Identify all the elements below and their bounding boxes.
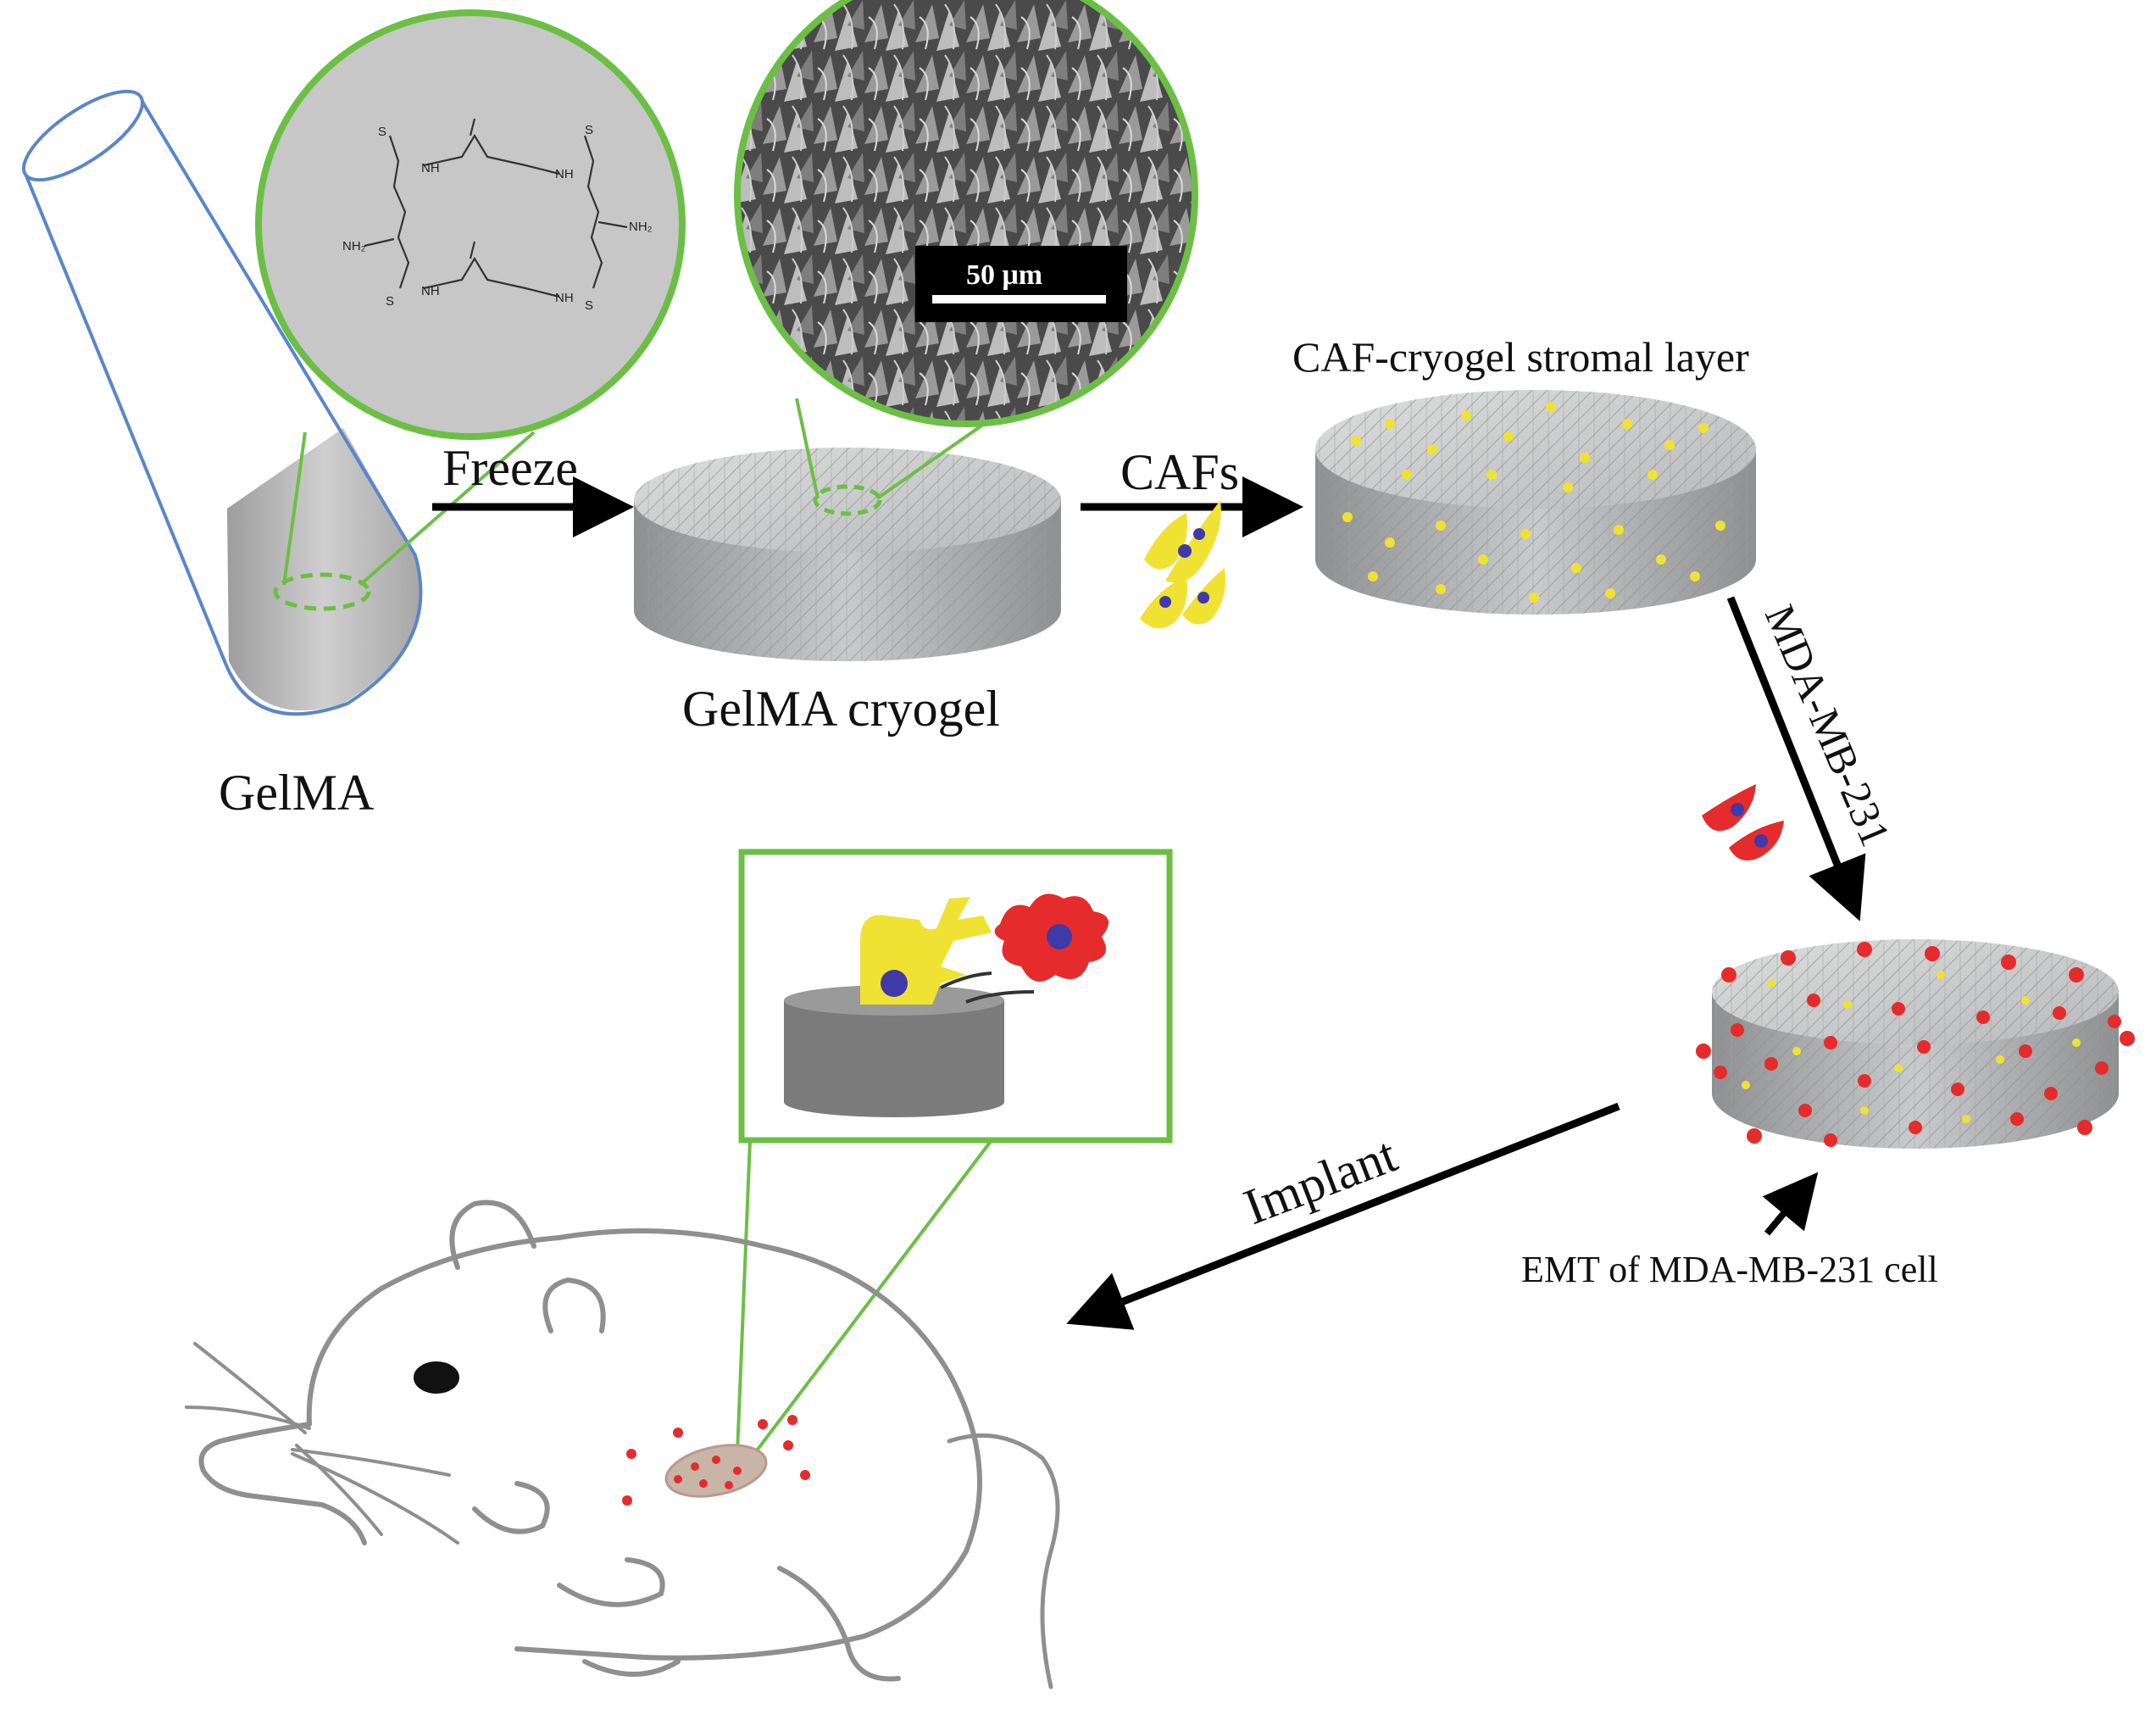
svg-text:S: S xyxy=(585,298,593,313)
mda-label: MDA-MB-231 xyxy=(1756,598,1900,853)
caf-cryogel-scaffold xyxy=(1315,390,1756,615)
cafs-label: CAFs xyxy=(1120,444,1239,500)
tumor-cryogel-scaffold xyxy=(1696,939,2135,1149)
cancer-cell-icon xyxy=(1702,784,1784,861)
test-tube-icon xyxy=(21,89,423,716)
emt-arrow xyxy=(1762,1172,1819,1236)
svg-text:NH₂: NH₂ xyxy=(629,220,653,234)
svg-text:NH: NH xyxy=(421,161,440,175)
emt-label: EMT of MDA-MB-231 cell xyxy=(1521,1249,1938,1290)
caf-cell-icon xyxy=(1140,500,1225,629)
gelma-label: GelMA xyxy=(219,765,374,821)
implant-label: Implant xyxy=(1236,1127,1404,1236)
interaction-inset xyxy=(738,849,1173,1144)
svg-text:S: S xyxy=(585,123,593,137)
gelma-cryogel-label: GelMA cryogel xyxy=(682,681,1000,737)
zoom-line xyxy=(282,431,307,586)
zoom-line xyxy=(753,1138,993,1456)
chemical-structure-zoom: NH NH NH NH NH₂ NH₂ S S S S xyxy=(255,9,686,440)
zoom-line xyxy=(795,398,820,499)
scale-bar-label: 50 μm xyxy=(966,259,1042,291)
svg-text:S: S xyxy=(378,125,386,139)
svg-text:S: S xyxy=(386,294,394,309)
caf-layer-label: CAF-cryogel stromal layer xyxy=(1292,333,1749,381)
gelma-cryogel-scaffold xyxy=(634,448,1061,661)
svg-text:NH: NH xyxy=(555,291,574,305)
implant-site xyxy=(622,1415,810,1506)
freeze-label: Freeze xyxy=(442,440,578,496)
svg-text:NH: NH xyxy=(555,167,574,181)
scale-bar xyxy=(932,295,1106,303)
implant-arrow xyxy=(1066,1102,1620,1330)
svg-text:NH₂: NH₂ xyxy=(342,239,366,253)
mda-arrow xyxy=(1726,596,1866,921)
svg-text:NH: NH xyxy=(421,284,440,298)
mouse-icon xyxy=(185,1200,1060,1690)
sem-image-zoom: 50 μm xyxy=(734,0,1198,427)
zoom-line xyxy=(736,1139,752,1455)
